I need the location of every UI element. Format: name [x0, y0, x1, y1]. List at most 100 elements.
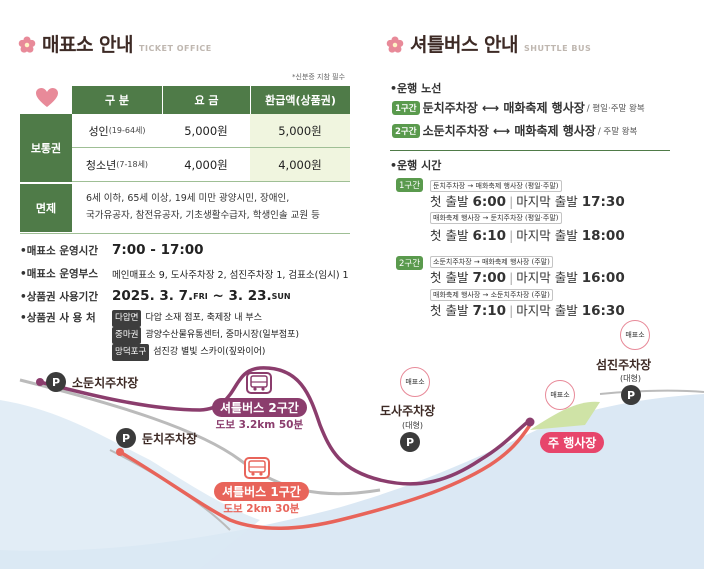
schedule-2-badge: 2구간: [396, 256, 424, 270]
route-2: 2구간 소둔치주차장 ⟷ 매화축제 행사장 / 주말 왕복: [392, 122, 637, 139]
period-start-day: FRI: [193, 291, 208, 301]
usage-tag: 다압면: [112, 310, 142, 327]
ticket-office-subtitle: TICKET OFFICE: [139, 44, 212, 53]
period-start: 2025. 3. 7.: [112, 288, 194, 304]
header-refund: 환급액(상품권): [250, 86, 350, 114]
row-fee: 5,000원: [184, 123, 228, 138]
exempt-line-2: 국가유공자, 참전유공자, 기초생활수급자, 학생인솔 교원 등: [86, 210, 320, 221]
hours-value: 7:00 - 17:00: [112, 242, 204, 258]
seomjin-parking-label[interactable]: 섬진주차장: [596, 358, 652, 372]
last-time: 16:30: [581, 303, 625, 319]
header-category: 구 분: [72, 86, 162, 114]
schedule-times: 첫 출발 6:10|마지막 출발 18:00: [430, 228, 625, 244]
row-refund: 4,000원: [250, 148, 350, 181]
row-age: (19-64세): [108, 126, 146, 135]
schedule-route: 둔치주차장 → 매화축제 행사장 (평일·주말): [430, 180, 562, 192]
shuttle-1-title: 셔틀버스 1구간: [214, 482, 309, 501]
row-refund: 5,000원: [250, 114, 350, 147]
ticket-booth-bubble: 매표소: [620, 320, 650, 350]
row-name: 청소년: [85, 158, 117, 172]
main-venue-label[interactable]: 주 행사장: [540, 432, 605, 453]
usage-text: 광양수산물유통센터, 중마시장(일부점포): [145, 330, 299, 340]
ticket-office-title: 매표소 안내: [42, 34, 134, 56]
schedule-times: 첫 출발 6:00|마지막 출발 17:30: [430, 194, 625, 210]
exempt-line-1: 6세 이하, 65세 이상, 19세 미만 광양시민, 장애인,: [86, 193, 290, 204]
map-background: [0, 366, 704, 569]
route-1: 1구간 둔치주차장 ⟷ 매화축제 행사장 / 평일·주말 왕복: [392, 99, 645, 116]
schedule-times: 첫 출발 7:10|마지막 출발 16:30: [430, 303, 625, 319]
shuttle-2-title: 셔틀버스 2구간: [212, 398, 307, 417]
schedule-1-badge: 1구간: [396, 178, 424, 192]
seomjin-parking-sub: (대형): [620, 374, 641, 383]
first-label: 첫 출발: [430, 228, 469, 243]
shuttle-1-distance: 도보 2km 30분: [223, 503, 300, 515]
booths-value: 메인매표소 9, 도사주차장 2, 섬진주차장 1, 검표소(임시) 1: [112, 269, 349, 281]
route-2-line: [39, 366, 532, 486]
parking-icon: P: [621, 385, 641, 405]
dunchi-parking-label[interactable]: 둔치주차장: [142, 432, 198, 446]
first-label: 첫 출발: [430, 303, 469, 318]
route-note: / 주말 왕복: [597, 126, 638, 137]
route-badge: 2구간: [392, 123, 420, 138]
booths-label: •매표소 운영부스: [20, 268, 98, 280]
heart-icon: [36, 88, 58, 112]
row-fee: 4,000원: [184, 157, 228, 172]
time-heading: •운행 시간: [390, 159, 442, 172]
last-time: 18:00: [581, 228, 625, 244]
shuttle-2-distance: 도보 3.2km 50분: [215, 419, 304, 431]
flower-icon: [18, 36, 36, 53]
last-label: 마지막 출발: [516, 270, 578, 285]
id-note: *신분증 지참 필수: [292, 73, 346, 81]
route-note: / 평일·주말 왕복: [586, 103, 645, 114]
booths-row: •매표소 운영부스 메인매표소 9, 도사주차장 2, 섬진주차장 1, 검표소…: [20, 266, 349, 281]
parking-icon: P: [46, 372, 66, 392]
ticket-booth-bubble: 매표소: [545, 380, 575, 410]
bus-icon: [244, 457, 270, 479]
last-time: 16:00: [581, 270, 625, 286]
header-fee: 요 금: [162, 86, 250, 114]
last-label: 마지막 출발: [516, 194, 578, 209]
row-age: (7-18세): [116, 160, 149, 169]
shuttle-header: 셔틀버스 안내 SHUTTLE BUS: [386, 30, 591, 57]
first-time: 6:00: [472, 194, 507, 210]
dosa-parking-sub: (대형): [402, 421, 423, 430]
usage-tag: 망덕포구: [112, 344, 150, 361]
parking-icon: P: [116, 428, 136, 448]
schedule-times: 첫 출발 7:00|마지막 출발 16:00: [430, 270, 625, 286]
exempt-text: 6세 이하, 65세 이상, 19세 미만 광양시민, 장애인, 국가유공자, …: [86, 190, 320, 224]
row-name: 성인: [88, 124, 109, 138]
schedule-route: 소둔치주차장 → 매화축제 행사장 (주말): [430, 256, 553, 268]
usage-text: 다압 소재 점포, 축제장 내 부스: [145, 313, 262, 323]
flower-icon: [386, 36, 404, 53]
period-end-day: SUN: [271, 291, 291, 301]
last-label: 마지막 출발: [516, 303, 578, 318]
period-end: 3. 23.: [228, 288, 272, 304]
hours-label: •매표소 운영시간: [20, 244, 98, 257]
first-time: 6:10: [472, 228, 507, 244]
ticket-office-header: 매표소 안내 TICKET OFFICE: [18, 30, 212, 57]
general-ticket-label: 보통권: [20, 114, 72, 182]
route-text: 둔치주차장 ⟷ 매화축제 행사장: [422, 101, 585, 115]
period-label: •상품권 사용기간: [20, 290, 98, 303]
bus-icon: [246, 372, 272, 394]
last-label: 마지막 출발: [516, 228, 578, 243]
first-label: 첫 출발: [430, 270, 469, 285]
shuttle-subtitle: SHUTTLE BUS: [524, 44, 592, 53]
schedule-route: 매화축제 행사장 → 소둔치주차장 (주말): [430, 289, 553, 301]
first-time: 7:00: [472, 270, 507, 286]
sodunchi-parking-label[interactable]: 소둔치주차장: [72, 376, 139, 390]
usage-label: •상품권 사 용 처: [20, 312, 96, 324]
route-1-line: [119, 424, 532, 530]
table-row: 청소년(7-18세) 4,000원 4,000원: [72, 148, 350, 182]
hours-row: •매표소 운영시간 7:00 - 17:00: [20, 242, 204, 258]
dosa-parking-label[interactable]: 도사주차장: [380, 404, 436, 418]
ticket-booth-bubble: 매표소: [400, 367, 430, 397]
shuttle-title: 셔틀버스 안내: [410, 34, 519, 56]
ticket-table-header: 구 분 요 금 환급액(상품권): [72, 86, 350, 114]
parking-icon: P: [400, 432, 420, 452]
period-sep: ~: [207, 288, 229, 304]
period-row: •상품권 사용기간 2025. 3. 7. FRI ~ 3. 23. SUN: [20, 288, 291, 304]
